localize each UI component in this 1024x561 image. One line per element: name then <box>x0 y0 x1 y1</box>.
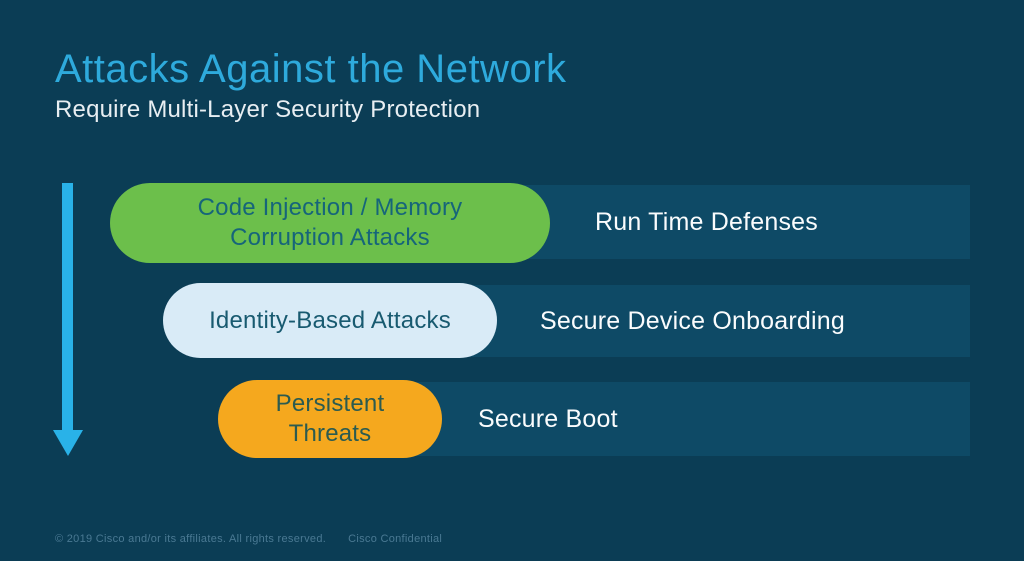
footer-copyright: © 2019 Cisco and/or its affiliates. All … <box>55 533 327 545</box>
down-arrow-head-icon <box>53 430 83 456</box>
attack-pill: Persistent Threats <box>218 380 442 458</box>
defense-label: Run Time Defenses <box>595 207 818 236</box>
slide-title: Attacks Against the Network <box>55 47 567 91</box>
attack-pill: Code Injection / Memory Corruption Attac… <box>110 183 550 263</box>
attack-row-identity-based: Secure Device Onboarding Identity-Based … <box>0 283 1024 358</box>
down-arrow-icon <box>62 183 73 430</box>
attack-pill-label-line1: Identity-Based Attacks <box>209 306 451 334</box>
footer-confidential: Cisco Confidential <box>348 533 443 545</box>
slide-footer: © 2019 Cisco and/or its affiliates. All … <box>55 533 442 545</box>
attack-row-persistent-threats: Secure Boot Persistent Threats <box>0 380 1024 458</box>
attack-pill-label-line1: Code Injection / Memory <box>197 194 463 221</box>
attack-pill-label-line1: Persistent <box>275 390 385 417</box>
attack-row-code-injection: Run Time Defenses Code Injection / Memor… <box>0 183 1024 263</box>
defense-label: Secure Boot <box>478 404 618 433</box>
attack-pill-label-line2: Threats <box>288 420 372 447</box>
attack-pill-label-line2: Corruption Attacks <box>230 224 430 251</box>
attack-pill: Identity-Based Attacks <box>163 283 497 358</box>
defense-label: Secure Device Onboarding <box>540 306 845 335</box>
slide-subtitle: Require Multi-Layer Security Protection <box>55 96 481 123</box>
